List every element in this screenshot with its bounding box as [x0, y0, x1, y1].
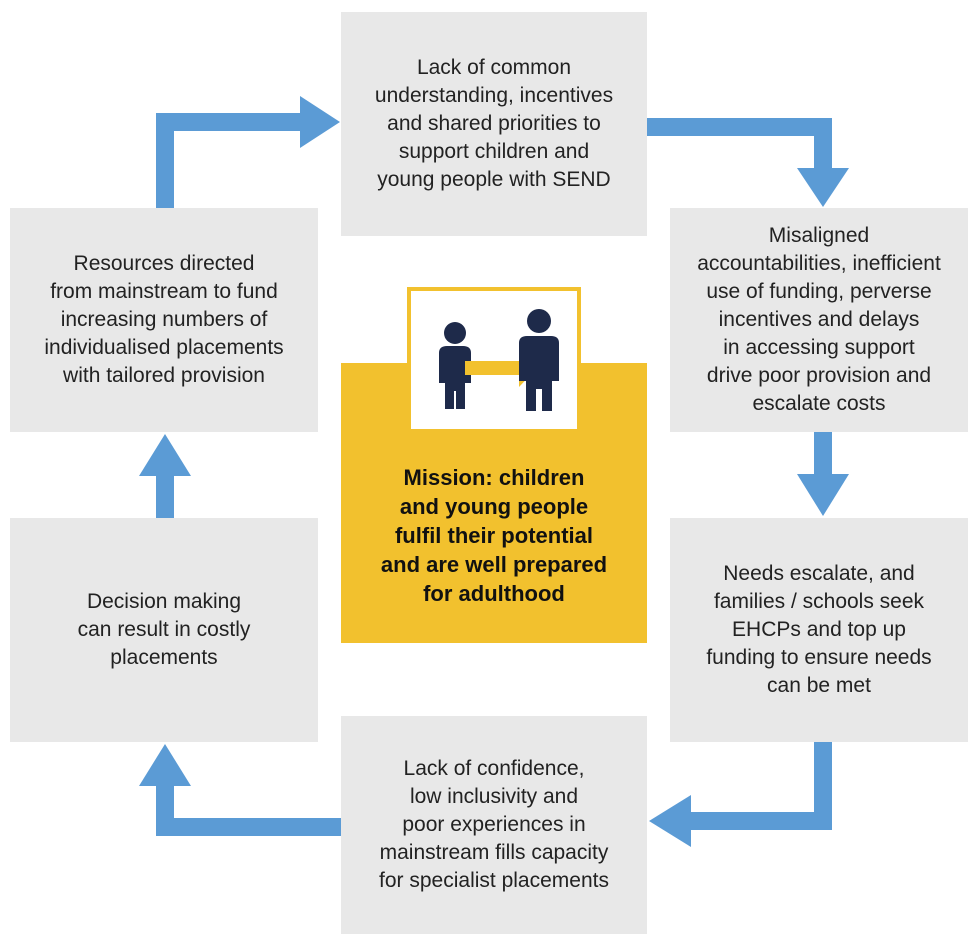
arrow-top-to-right1: [647, 118, 849, 207]
cycle-box-lack-of-confidence: Lack of confidence, low inclusivity and …: [341, 716, 647, 934]
mission-statement: Mission: children and young people fulfi…: [380, 464, 608, 606]
cycle-box-common-understanding: Lack of common understanding, incentives…: [341, 12, 647, 236]
arrow-right2-to-bottom: [649, 742, 832, 847]
arrow-left2-to-left1: [139, 434, 191, 518]
arrow-left1-to-top: [156, 96, 340, 208]
people-exchange-icon: [439, 309, 559, 411]
cycle-box-decision-making: Decision making can result in costly pla…: [10, 518, 318, 742]
arrow-bottom-to-left2: [139, 744, 341, 836]
cycle-box-needs-escalate: Needs escalate, and families / schools s…: [670, 518, 968, 742]
arrow-right1-to-right2: [797, 432, 849, 516]
cycle-box-misaligned-accountabilities: Misaligned accountabilities, inefficient…: [670, 208, 968, 432]
mission-icon-frame: [407, 287, 581, 433]
cycle-box-resources-directed: Resources directed from mainstream to fu…: [10, 208, 318, 432]
